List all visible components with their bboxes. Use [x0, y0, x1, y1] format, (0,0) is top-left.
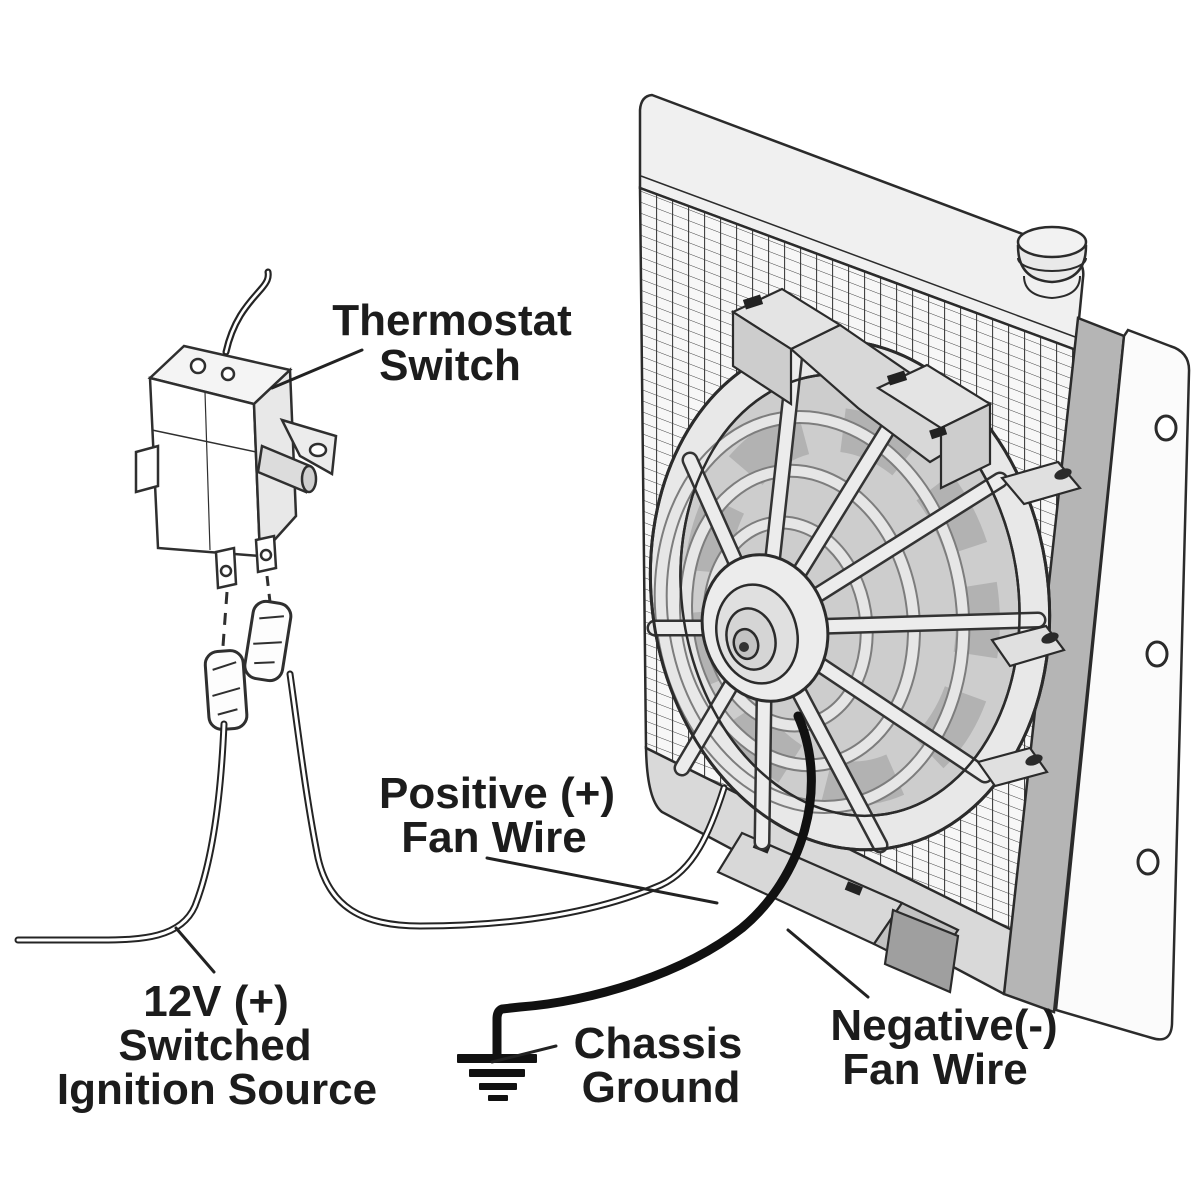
- leader-thermostat: [270, 348, 364, 390]
- label-positive-line1: Positive (+): [379, 769, 615, 818]
- dashed-connection-right: [265, 575, 272, 603]
- fan-hub: [700, 553, 830, 703]
- spade-connector-left: [203, 649, 249, 731]
- chassis-ground-symbol: [457, 1054, 537, 1101]
- ignition-source-wire: [14, 720, 228, 944]
- spade-connector-right: [243, 599, 293, 683]
- label-ignition-line2: Switched: [118, 1021, 311, 1070]
- label-thermostat-line2: Switch: [379, 341, 521, 390]
- label-negative-line1: Negative(-): [830, 1001, 1057, 1050]
- flange-hole-bottom: [1136, 848, 1160, 876]
- fan-bottom-bracket: [716, 831, 960, 994]
- radiator-header-seam: [640, 175, 1079, 339]
- leader-ignition: [174, 926, 216, 974]
- leader-lines: [174, 348, 870, 1064]
- flange-hole-top: [1154, 414, 1178, 442]
- fan-hub-center: [739, 642, 749, 652]
- capillary-tube: [222, 268, 272, 356]
- switch-terminals: [214, 534, 278, 590]
- wires: [14, 670, 816, 1059]
- label-chassis-line2: Ground: [582, 1063, 741, 1112]
- label-thermostat-line1: Thermostat: [332, 296, 572, 345]
- labels: Thermostat Switch Positive (+) Fan Wire …: [57, 296, 1058, 1114]
- radiator-cap: [1016, 225, 1088, 300]
- switch-bracket-plate: [279, 417, 338, 477]
- electric-fan: [646, 338, 1052, 854]
- positive-fan-wire: [286, 670, 728, 930]
- fan-side-clips: [976, 460, 1082, 788]
- fan-mounting-brackets: [730, 287, 1082, 788]
- leader-positive: [485, 856, 719, 905]
- flange-hole-middle: [1145, 640, 1169, 668]
- label-chassis-line1: Chassis: [574, 1019, 743, 1068]
- leader-negative: [786, 928, 870, 999]
- switch-left-tab: [134, 444, 160, 494]
- spade-connectors: [203, 575, 293, 731]
- label-ignition-line3: Ignition Source: [57, 1065, 377, 1114]
- thermostat-switch: [134, 268, 338, 590]
- label-negative-line2: Fan Wire: [842, 1045, 1027, 1094]
- dashed-connection-left: [221, 591, 229, 647]
- leader-chassis: [490, 1044, 558, 1064]
- negative-fan-wire: [492, 711, 816, 1059]
- label-positive-line2: Fan Wire: [401, 813, 586, 862]
- label-ignition-line1: 12V (+): [143, 977, 289, 1026]
